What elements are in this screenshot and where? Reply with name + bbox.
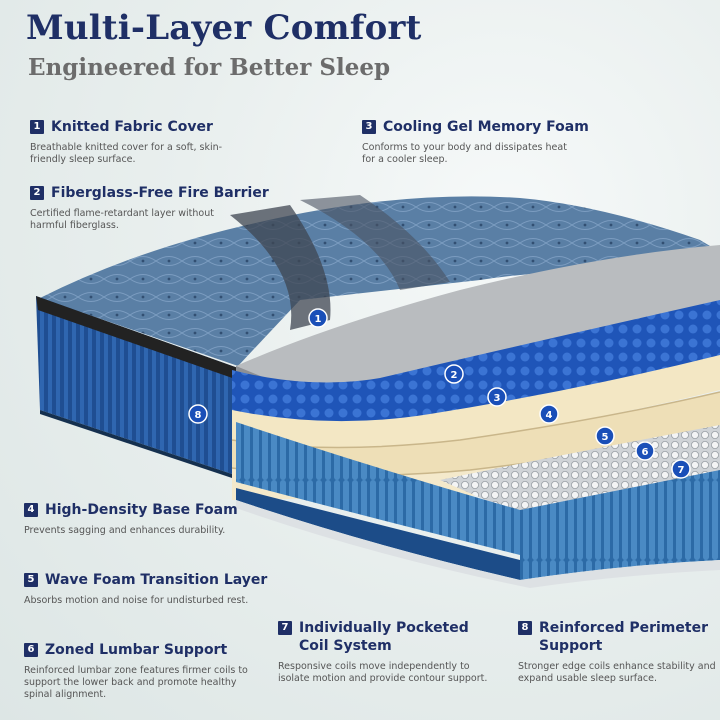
callout-label: 2 <box>451 370 458 381</box>
callout-badge-5: 5 <box>595 426 615 446</box>
callout-label: 7 <box>678 465 685 476</box>
feature-number-badge: 3 <box>362 120 376 134</box>
feature-description: Responsive coils move independently to i… <box>278 661 488 684</box>
feature-number-badge: 2 <box>30 186 44 200</box>
feature-pocketed-coil-system: 7 Individually Pocketed Coil System Resp… <box>278 619 498 685</box>
callout-label: 1 <box>315 314 322 325</box>
feature-number-badge: 6 <box>24 643 38 657</box>
feature-knitted-fabric-cover: 1 Knitted Fabric Cover Breathable knitte… <box>30 118 270 166</box>
feature-description: Stronger edge coils enhance stability an… <box>518 661 716 684</box>
feature-number-badge: 1 <box>30 120 44 134</box>
feature-title: Cooling Gel Memory Foam <box>383 119 589 135</box>
feature-reinforced-perimeter: 8 Reinforced Perimeter Support Stronger … <box>518 619 718 685</box>
callout-badge-3: 3 <box>487 387 507 407</box>
page-title: Multi-Layer Comfort <box>26 8 422 48</box>
page-subtitle: Engineered for Better Sleep <box>28 54 391 81</box>
feature-description: Absorbs motion and noise for undisturbed… <box>24 595 249 606</box>
callout-badge-2: 2 <box>444 364 464 384</box>
callout-label: 4 <box>546 410 553 421</box>
feature-description: Certified flame-retardant layer without … <box>30 208 214 231</box>
feature-description: Prevents sagging and enhances durability… <box>24 525 226 536</box>
feature-title: Knitted Fabric Cover <box>51 119 213 135</box>
feature-cooling-gel-memory-foam: 3 Cooling Gel Memory Foam Conforms to yo… <box>362 118 602 166</box>
feature-number-badge: 7 <box>278 621 292 635</box>
feature-number-badge: 5 <box>24 573 38 587</box>
callout-badge-8: 8 <box>188 404 208 424</box>
callout-label: 5 <box>602 432 609 443</box>
feature-number-badge: 8 <box>518 621 532 635</box>
feature-description: Breathable knitted cover for a soft, ski… <box>30 142 223 165</box>
callout-label: 6 <box>642 447 649 458</box>
callout-badge-1: 1 <box>308 308 328 328</box>
feature-number-badge: 4 <box>24 503 38 517</box>
callout-label: 3 <box>494 393 501 404</box>
callout-badge-6: 6 <box>635 441 655 461</box>
callout-badge-7: 7 <box>671 459 691 479</box>
feature-description: Reinforced lumbar zone features firmer c… <box>24 665 248 700</box>
callout-badge-4: 4 <box>539 404 559 424</box>
feature-title: Zoned Lumbar Support <box>45 642 228 658</box>
feature-fire-barrier: 2 Fiberglass-Free Fire Barrier Certified… <box>30 184 290 232</box>
feature-zoned-lumbar-support: 6 Zoned Lumbar Support Reinforced lumbar… <box>24 641 264 701</box>
feature-high-density-base-foam: 4 High-Density Base Foam Prevents saggin… <box>24 501 284 537</box>
feature-title: Fiberglass-Free Fire Barrier <box>51 185 269 201</box>
callout-label: 8 <box>195 410 202 421</box>
feature-title: Individually Pocketed Coil System <box>299 620 469 654</box>
feature-title: High-Density Base Foam <box>45 502 238 518</box>
feature-description: Conforms to your body and dissipates hea… <box>362 142 567 165</box>
feature-wave-foam-transition: 5 Wave Foam Transition Layer Absorbs mot… <box>24 571 284 607</box>
feature-title: Wave Foam Transition Layer <box>45 572 268 588</box>
feature-title: Reinforced Perimeter Support <box>539 620 708 654</box>
